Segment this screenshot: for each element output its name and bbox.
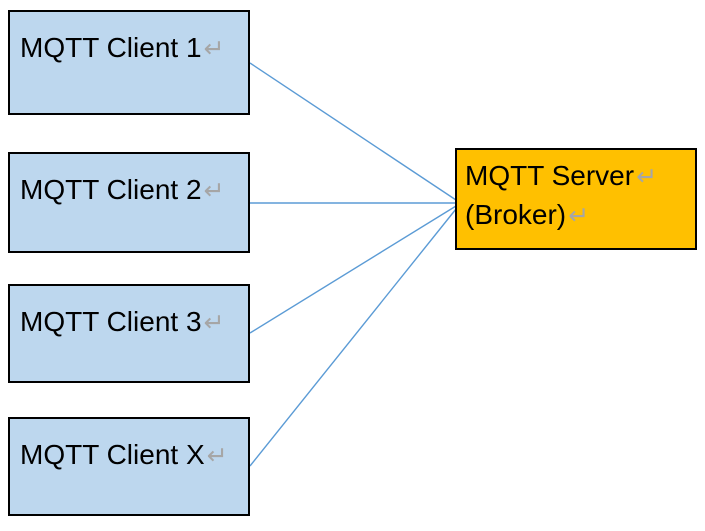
node-mqtt-client-2: MQTT Client 2↵	[8, 152, 250, 253]
paragraph-return-icon: ↵	[636, 162, 658, 191]
connector-client3-server	[249, 205, 457, 334]
node-label: MQTT Client 3	[20, 306, 202, 337]
node-mqtt-client-3: MQTT Client 3↵	[8, 284, 250, 383]
node-mqtt-client-1: MQTT Client 1↵	[8, 10, 250, 115]
server-label-line1: MQTT Server↵	[465, 160, 658, 191]
node-label: MQTT Client 2	[20, 174, 202, 205]
node-label: MQTT Client X	[20, 439, 205, 470]
node-mqtt-client-x: MQTT Client X↵	[8, 417, 250, 516]
connector-client1-server	[249, 62, 457, 201]
node-label: MQTT Client 1	[20, 32, 202, 63]
paragraph-return-icon: ↵	[203, 308, 225, 337]
paragraph-return-icon: ↵	[206, 441, 228, 470]
paragraph-return-icon: ↵	[203, 34, 225, 63]
paragraph-return-icon: ↵	[203, 176, 225, 205]
connector-clientx-server	[249, 208, 457, 467]
node-mqtt-server-broker: MQTT Server↵ (Broker)↵	[455, 148, 697, 250]
server-label-line2: (Broker)↵	[465, 199, 590, 230]
paragraph-return-icon: ↵	[568, 201, 590, 230]
